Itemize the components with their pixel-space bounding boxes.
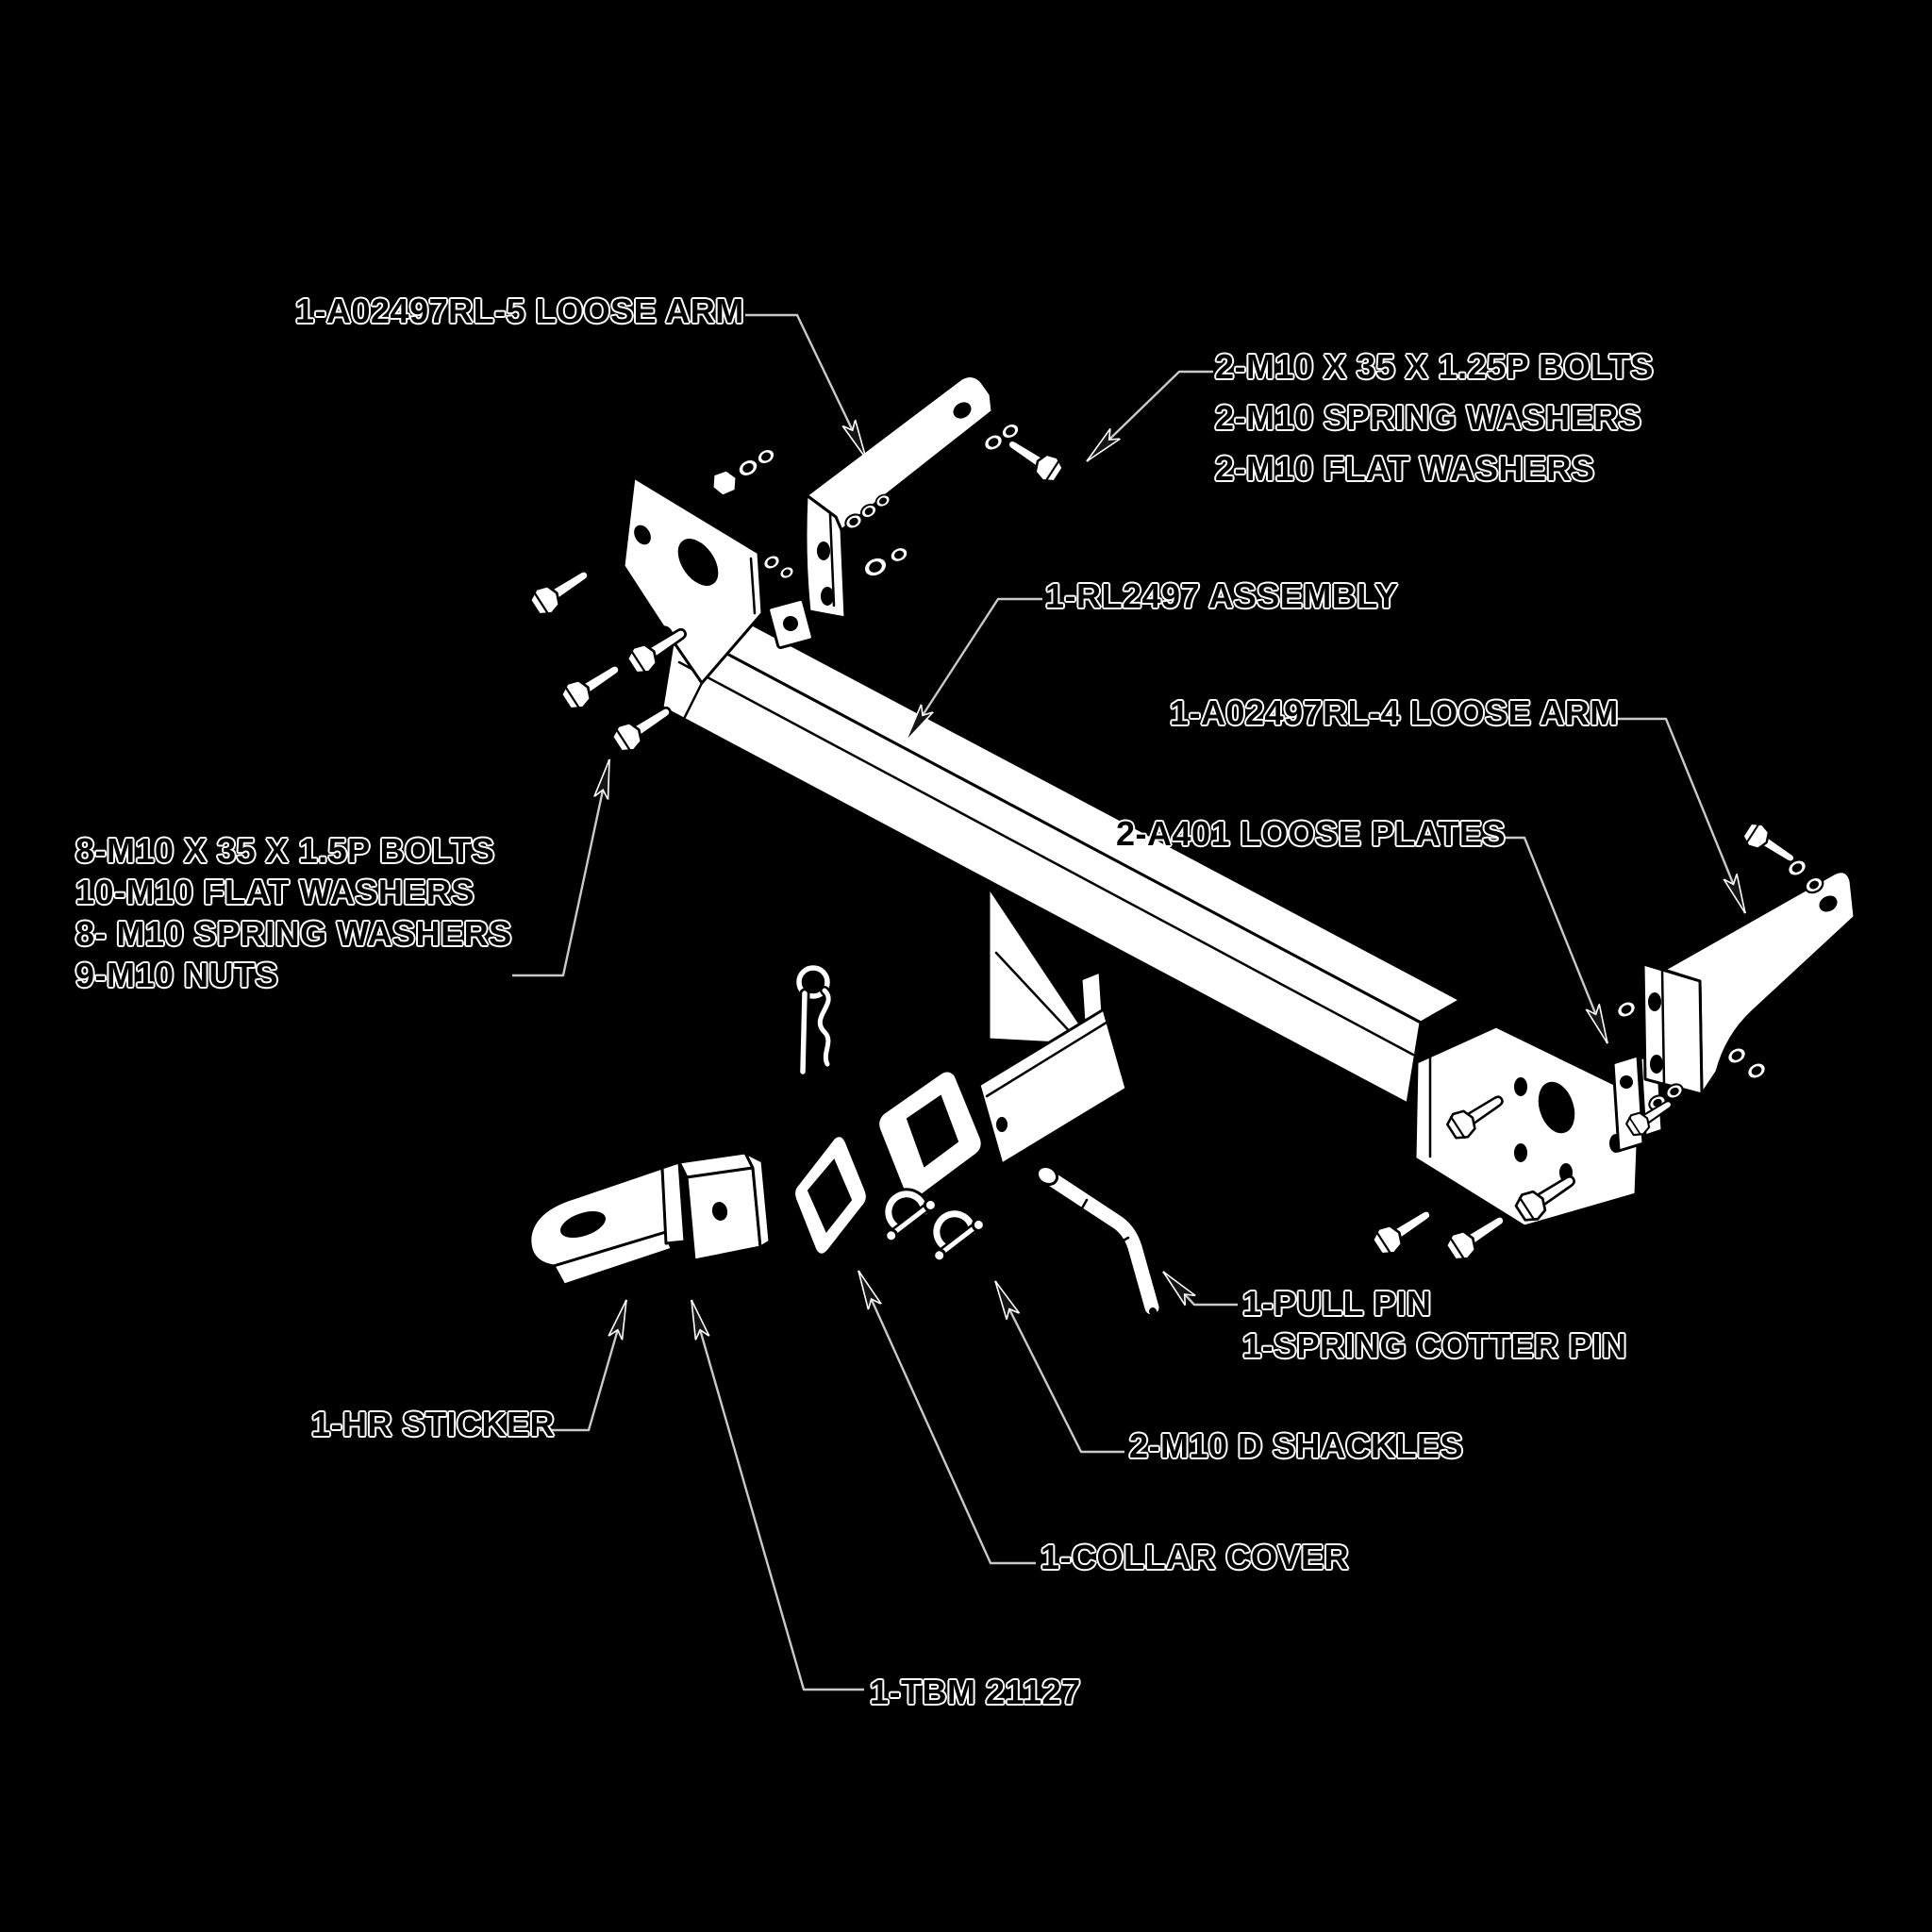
collar-cover-part — [792, 1134, 872, 1258]
flat-washer — [1723, 1042, 1751, 1069]
label-collar-cover: 1-COLLAR COVER — [1041, 1538, 1350, 1576]
label-pins: 1-PULL PIN 1-SPRING COTTER PIN — [1242, 1282, 1627, 1367]
bolt-m10 — [525, 559, 597, 621]
label-assembly: 1-RL2497 ASSEMBLY — [1045, 576, 1398, 615]
pull-pin-part — [1035, 1164, 1165, 1334]
loose-arm-4 — [1641, 870, 1857, 1096]
label-line: 10-M10 FLAT WASHERS — [75, 873, 475, 911]
loose-arm-5 — [804, 375, 994, 620]
label-loose-arm-5: 1-A02497RL-5 LOOSE ARM — [295, 291, 744, 330]
label-line: 8-M10 X 35 X 1.5P BOLTS — [75, 831, 495, 870]
spring-washer — [886, 542, 912, 567]
ball-mount-tbm — [528, 1151, 772, 1287]
flat-washer — [858, 551, 892, 583]
bolt-m10 — [1368, 1199, 1440, 1260]
label-bolt-kit-right: 2-M10 X 35 X 1.25P BOLTS 2-M10 SPRING WA… — [1215, 341, 1654, 494]
receiver-tower — [977, 885, 1128, 1166]
spring-cotter-pin-part — [793, 962, 834, 1077]
bolt-m10 — [557, 654, 628, 715]
label-d-shackles: 2-M10 D SHACKLES — [1129, 1426, 1464, 1465]
label-loose-arm-4: 1-A02497RL-4 LOOSE ARM — [1170, 693, 1619, 732]
square-nut-plate — [767, 598, 814, 649]
label-line: 2-M10 SPRING WASHERS — [1215, 398, 1642, 437]
leader-lines — [512, 313, 1747, 1691]
label-loose-plates: 2-A401 LOOSE PLATES — [1116, 814, 1506, 853]
label-tbm: 1-TBM 21127 — [870, 1673, 1081, 1711]
label-line: 9-M10 NUTS — [75, 956, 279, 994]
label-line: 2-M10 X 35 X 1.25P BOLTS — [1215, 347, 1654, 386]
label-bolt-kit-left: 8-M10 X 35 X 1.5P BOLTS 10-M10 FLAT WASH… — [75, 830, 512, 996]
receiver-collar — [876, 1069, 984, 1201]
label-pull-pin: 1-PULL PIN — [1242, 1284, 1432, 1323]
spring-washer — [776, 563, 797, 582]
m10-nut — [759, 551, 784, 574]
left-end-plate — [622, 475, 764, 726]
label-line: 8- M10 SPRING WASHERS — [75, 914, 512, 953]
label-spring-cotter-pin: 1-SPRING COTTER PIN — [1242, 1326, 1627, 1365]
m10-nut — [1612, 996, 1641, 1023]
bolt-head — [710, 468, 739, 498]
bolt-m10 — [1441, 1205, 1513, 1266]
m10-nut — [1742, 1058, 1771, 1084]
label-hr-sticker: 1-HR STICKER — [311, 1405, 556, 1443]
label-line: 2-M10 FLAT WASHERS — [1215, 449, 1595, 488]
